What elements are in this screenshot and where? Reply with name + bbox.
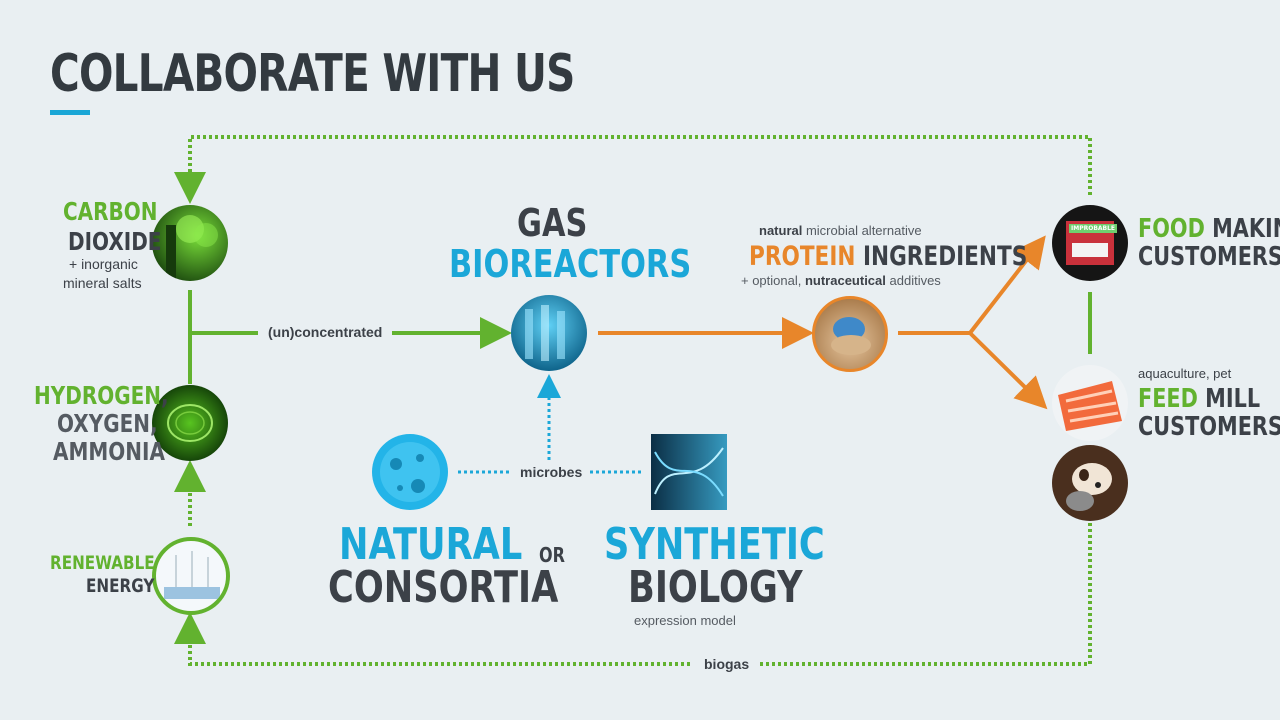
protein-powder-icon xyxy=(812,296,888,372)
protein-top-rest: microbial alternative xyxy=(802,223,922,238)
hydrogen-label: HYDROGEN xyxy=(34,381,162,410)
food-arrow xyxy=(968,235,1046,335)
food-customers-label: CUSTOMERS xyxy=(1138,242,1280,272)
feed-customers-label: CUSTOMERS xyxy=(1138,412,1280,442)
or-label: OR xyxy=(539,543,565,567)
ammonia-label: AMMONIA xyxy=(53,437,165,466)
protein-bottom-post: additives xyxy=(885,273,941,288)
protein-word: PROTEIN xyxy=(749,241,856,272)
biogas-loop-left xyxy=(174,612,690,666)
package-brand-text: IMPROBABLE xyxy=(1069,224,1118,233)
microbes-label: microbes xyxy=(520,464,583,480)
feed-arrow xyxy=(968,331,1048,410)
hydrogen-bubble-icon xyxy=(152,385,228,461)
mill-word: MILL xyxy=(1197,384,1261,414)
protein-bottom-pre: + optional, xyxy=(741,273,805,288)
dog-cat-icon xyxy=(1052,445,1128,521)
co2-label-line2: DIOXIDE xyxy=(68,227,162,256)
co2-label-line1: CARBON xyxy=(63,197,158,226)
protein-bottom-bold: nutraceutical xyxy=(804,273,886,288)
bioreactor-icon xyxy=(511,295,587,371)
co2-note-line1: + inorganic xyxy=(69,256,138,272)
biogas-loop-right xyxy=(760,520,1092,666)
dna-helix-icon xyxy=(651,434,727,510)
microbe-icon xyxy=(372,434,448,510)
unconcentrated-label: (un)concentrated xyxy=(268,324,383,340)
biogas-label: biogas xyxy=(704,656,750,672)
expression-model-note: expression model xyxy=(634,613,736,628)
food-word: FOOD xyxy=(1138,214,1205,244)
bioreactors-title-line2: BIOREACTORS xyxy=(449,242,692,286)
making-word: MAKING xyxy=(1212,214,1280,244)
co2-note-line2: mineral salts xyxy=(63,275,142,291)
bioreactors-title-line1: GAS xyxy=(517,201,588,245)
top-feedback-loop xyxy=(174,135,1092,204)
page-title: COLLABORATE WITH US xyxy=(50,44,575,104)
biology-label: BIOLOGY xyxy=(628,562,803,613)
oxygen-label: OXYGEN, xyxy=(57,409,158,438)
consortia-label: CONSORTIA xyxy=(328,562,559,613)
meat-package-icon: IMPROBABLE xyxy=(1052,205,1128,281)
hydrogen-comma: , xyxy=(161,381,169,410)
protein-top-bold: natural xyxy=(759,223,803,238)
salmon-icon xyxy=(1052,365,1128,441)
natural-label: NATURAL xyxy=(339,519,523,570)
smokestack-icon xyxy=(152,205,228,281)
ingredients-word: INGREDIENTS xyxy=(855,241,1028,272)
feed-note: aquaculture, pet xyxy=(1138,366,1232,381)
synthetic-label: SYNTHETIC xyxy=(604,519,825,570)
renewable-label: RENEWABLE xyxy=(50,552,155,574)
energy-label: ENERGY xyxy=(86,575,155,597)
title-underline xyxy=(50,110,90,115)
feed-word: FEED xyxy=(1138,384,1198,414)
wind-turbine-icon xyxy=(152,537,230,615)
